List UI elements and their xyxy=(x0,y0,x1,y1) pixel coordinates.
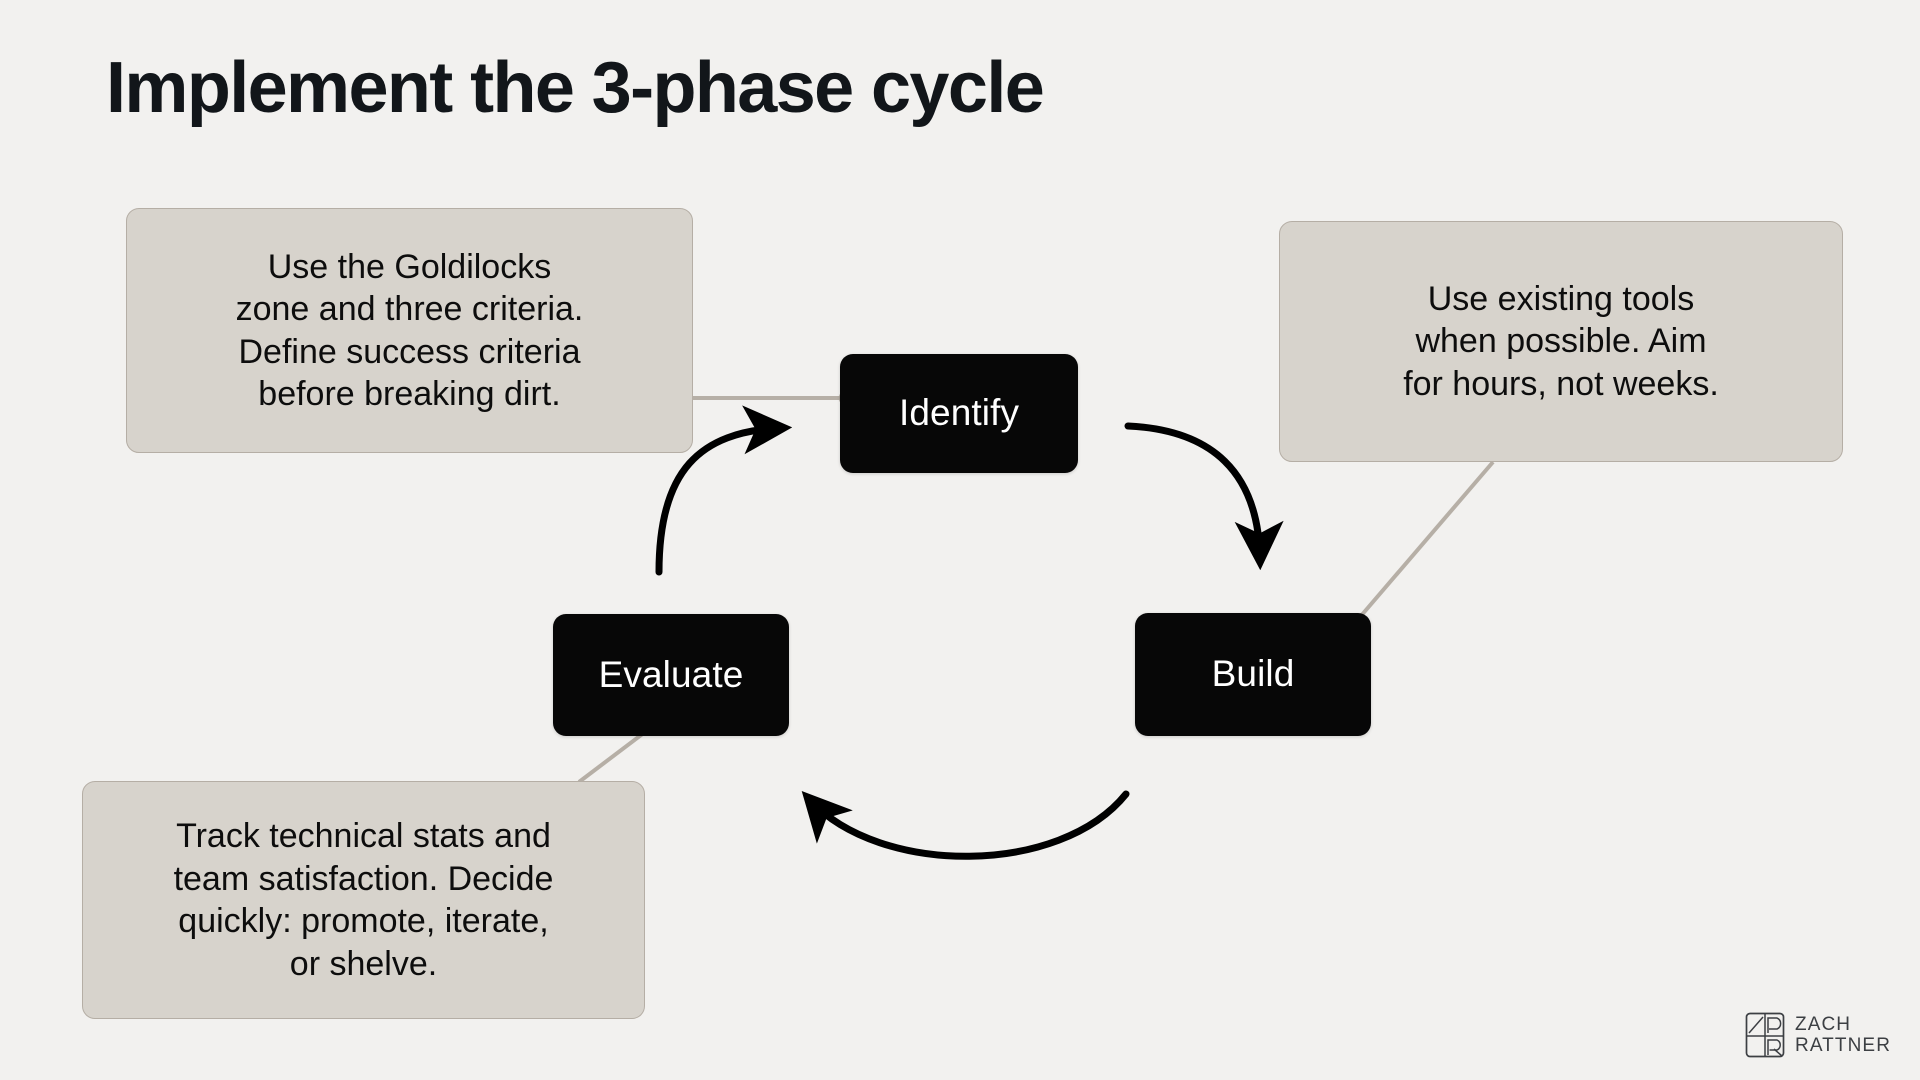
callout-identify-text: Use the Goldilocks zone and three criter… xyxy=(235,247,584,414)
brand-name: ZACH RATTNER xyxy=(1795,1013,1892,1056)
connector-line-build xyxy=(1346,460,1495,633)
zr-monogram-icon xyxy=(1745,1012,1785,1058)
phase-node-build[interactable]: Build xyxy=(1135,613,1371,736)
phase-node-evaluate-label: Evaluate xyxy=(598,653,744,695)
phase-node-evaluate[interactable]: Evaluate xyxy=(553,614,789,736)
brand-logo: ZACH RATTNER xyxy=(1744,1011,1891,1059)
connector-line-evaluate xyxy=(577,727,651,784)
page-title: Implement the 3-phase cycle xyxy=(106,48,1045,128)
callout-build: Use existing tools when possible. Aim fo… xyxy=(1279,221,1843,462)
callout-identify: Use the Goldilocks zone and three criter… xyxy=(126,208,693,453)
phase-node-build-label: Build xyxy=(1211,653,1295,694)
flow-arrow-build-to-evaluate xyxy=(801,790,1130,860)
phase-node-identify[interactable]: Identify xyxy=(840,354,1078,473)
callout-evaluate: Track technical stats and team satisfact… xyxy=(82,781,645,1019)
callout-evaluate-text: Track technical stats and team satisfact… xyxy=(173,817,554,983)
flow-arrow-identify-to-build xyxy=(1124,422,1284,571)
callout-build-text: Use existing tools when possible. Aim fo… xyxy=(1403,279,1719,403)
phase-node-identify-label: Identify xyxy=(898,392,1020,433)
